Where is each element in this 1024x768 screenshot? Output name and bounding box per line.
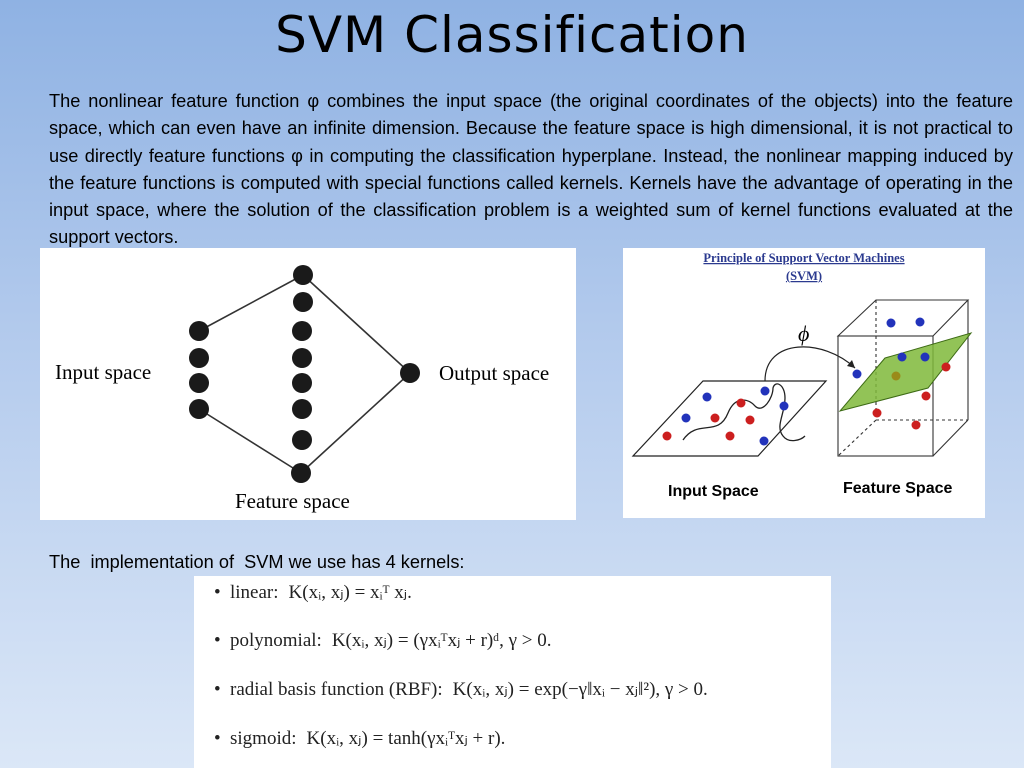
feature-node bbox=[292, 373, 312, 393]
phi-symbol: ϕ bbox=[798, 321, 809, 346]
kernel-name: radial basis function (RBF): bbox=[230, 679, 443, 700]
input-node bbox=[189, 399, 209, 419]
class-a-point bbox=[779, 401, 789, 411]
class-b-point bbox=[911, 420, 921, 430]
input-node bbox=[189, 321, 209, 341]
svm-figure-title-line1: Principle of Support Vector Machines bbox=[703, 251, 904, 265]
feature-node bbox=[292, 348, 312, 368]
class-b-point bbox=[745, 415, 755, 425]
class-b-point bbox=[736, 398, 746, 408]
cube-edge bbox=[932, 419, 969, 457]
class-a-point bbox=[852, 369, 862, 379]
edge-input-bottom bbox=[198, 408, 302, 474]
svm-principle-panel: Principle of Support Vector Machines (SV… bbox=[623, 248, 985, 518]
slide-title: SVM Classification bbox=[275, 6, 749, 64]
feature-space-caption: Feature Space bbox=[843, 480, 952, 497]
separating-hyperplane bbox=[838, 332, 973, 412]
class-b-point bbox=[725, 431, 735, 441]
cube-hidden-edge bbox=[837, 419, 877, 457]
edge-input-top bbox=[198, 274, 304, 332]
class-b-point bbox=[662, 431, 672, 441]
cube-top-face bbox=[836, 299, 970, 337]
feature-node bbox=[293, 292, 313, 312]
mapping-arrowhead bbox=[847, 360, 855, 368]
kernel-item-sigmoid: • sigmoid: K(xᵢ, xⱼ) = tanh(γxᵢᵀxⱼ + r). bbox=[214, 727, 505, 750]
input-space-caption: Input Space bbox=[668, 483, 759, 500]
kernel-item-linear: • linear: K(xᵢ, xⱼ) = xᵢᵀ xⱼ. bbox=[214, 581, 412, 604]
class-a-point bbox=[897, 352, 907, 362]
bullet: • bbox=[214, 679, 221, 700]
svm-principle-figure: Principle of Support Vector Machines (SV… bbox=[631, 251, 973, 500]
input-plane bbox=[631, 380, 828, 457]
edge-top-output bbox=[302, 274, 411, 374]
network-diagram-panel: Input space Output space Feature space bbox=[40, 248, 576, 520]
bullet: • bbox=[214, 728, 221, 749]
kernel-formula: K(xᵢ, xⱼ) = xᵢᵀ xⱼ. bbox=[288, 582, 412, 603]
class-a-point bbox=[920, 352, 930, 362]
class-b-point bbox=[921, 391, 931, 401]
output-node bbox=[400, 363, 420, 383]
kernel-formula: K(xᵢ, xⱼ) = (γxᵢᵀxⱼ + r)ᵈ, γ > 0. bbox=[331, 630, 552, 651]
kernel-name: polynomial: bbox=[230, 630, 322, 651]
mapping-arrow bbox=[764, 346, 856, 382]
intro-paragraph: The nonlinear feature function φ combine… bbox=[49, 91, 1013, 248]
feature-node bbox=[292, 321, 312, 341]
kernel-name: sigmoid: bbox=[230, 728, 297, 749]
feature-points bbox=[852, 317, 951, 430]
edge-bottom-output bbox=[300, 372, 411, 474]
class-b-point bbox=[872, 408, 882, 418]
kernel-list-panel: • linear: K(xᵢ, xⱼ) = xᵢᵀ xⱼ. • polynomial:… bbox=[194, 576, 831, 768]
class-a-point bbox=[681, 413, 691, 423]
class-b-point bbox=[891, 371, 901, 381]
feature-node bbox=[292, 399, 312, 419]
feature-node bbox=[293, 265, 313, 285]
kernel-item-rbf: • radial basis function (RBF): K(xᵢ, xⱼ) =… bbox=[214, 678, 708, 701]
input-points bbox=[662, 386, 789, 446]
class-a-point bbox=[915, 317, 925, 327]
network-diagram: Input space Output space Feature space bbox=[55, 265, 549, 513]
feature-node bbox=[291, 463, 311, 483]
class-a-point bbox=[886, 318, 896, 328]
feature-cube bbox=[836, 299, 970, 457]
class-a-point bbox=[702, 392, 712, 402]
svm-figure-title-line2: (SVM) bbox=[786, 269, 822, 283]
kernel-formula: K(xᵢ, xⱼ) = tanh(γxᵢᵀxⱼ + r). bbox=[306, 728, 506, 749]
class-a-point bbox=[760, 386, 770, 396]
class-a-point bbox=[759, 436, 769, 446]
nonlinear-boundary bbox=[682, 383, 806, 442]
kernel-item-polynomial: • polynomial: K(xᵢ, xⱼ) = (γxᵢᵀxⱼ + r)ᵈ, γ… bbox=[214, 629, 552, 652]
input-node bbox=[189, 348, 209, 368]
feature-space-label: Feature space bbox=[235, 489, 350, 513]
bullet: • bbox=[214, 630, 221, 651]
kernel-name: linear: bbox=[230, 582, 279, 603]
class-b-point bbox=[941, 362, 951, 372]
kernel-formula: K(xᵢ, xⱼ) = exp(−γ‖xᵢ − xⱼ‖²), γ > 0. bbox=[452, 679, 708, 700]
input-space-label: Input space bbox=[55, 360, 151, 384]
feature-node bbox=[292, 430, 312, 450]
bullet: • bbox=[214, 582, 221, 603]
kernels-intro: The implementation of SVM we use has 4 k… bbox=[49, 552, 465, 572]
input-node bbox=[189, 373, 209, 393]
output-space-label: Output space bbox=[439, 361, 549, 385]
class-b-point bbox=[710, 413, 720, 423]
